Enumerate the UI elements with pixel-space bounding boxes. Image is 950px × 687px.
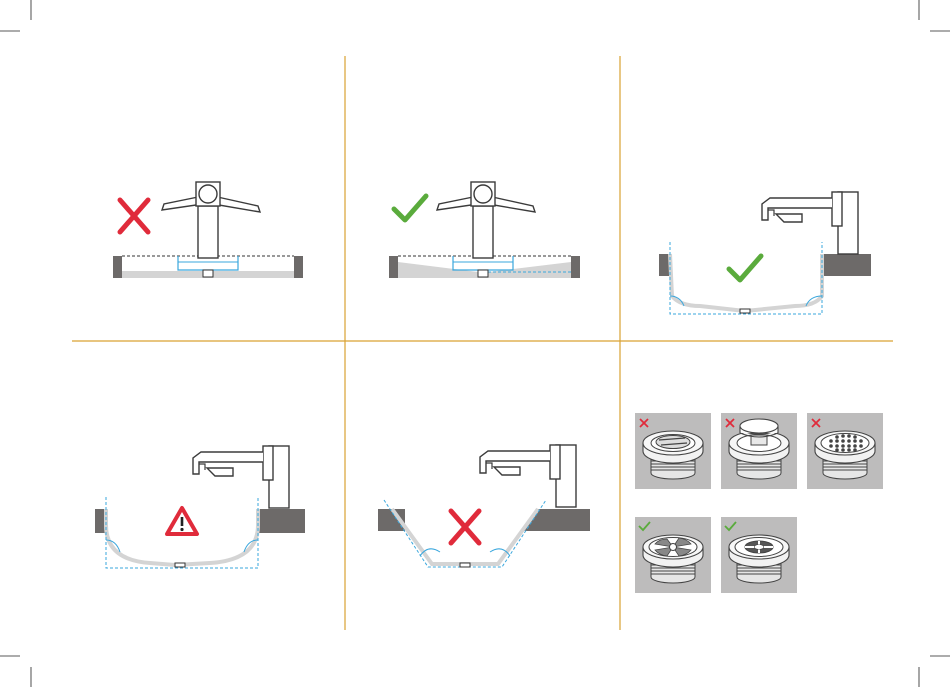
cross-icon	[451, 511, 479, 543]
counter-block-left	[389, 256, 398, 278]
counter-block-right	[571, 256, 580, 278]
panel-sloped-basin-wing-tap	[389, 182, 580, 278]
wing-tap	[162, 182, 260, 258]
basin-outline	[670, 254, 822, 311]
wall-tap	[480, 445, 576, 507]
drain-outlet	[175, 563, 185, 567]
cross-icon	[120, 200, 148, 232]
panel-angled-basin-wall-tap	[378, 445, 590, 567]
open-spoke-drain	[635, 517, 711, 593]
slotted-cap-drain	[635, 413, 711, 489]
open-cross-grate-drain	[721, 517, 797, 593]
wing-tap	[437, 182, 535, 258]
perforated-grid-drain	[807, 413, 883, 489]
drain-outlet	[478, 270, 488, 277]
panel-deep-bowl-wall-tap	[95, 446, 305, 568]
warning-icon	[167, 508, 197, 534]
drain-outlet	[460, 563, 470, 567]
check-icon	[729, 256, 761, 280]
wall-tap	[762, 192, 858, 254]
counter-block-left	[113, 256, 122, 278]
clearance-line	[670, 242, 822, 314]
panel-flat-basin-wing-tap	[113, 182, 303, 278]
counter-block-right	[258, 509, 305, 533]
counter-block-right	[294, 256, 303, 278]
wall-tap	[193, 446, 289, 508]
panel-drain-types	[635, 413, 883, 593]
basin-outline	[392, 509, 538, 564]
drain-outlet	[203, 270, 213, 277]
check-icon	[394, 196, 426, 220]
pop-up-plug-drain	[721, 413, 797, 489]
panel-shallow-basin-wall-tap	[659, 192, 871, 314]
drain-outlet	[740, 309, 750, 313]
counter-block-right	[822, 254, 871, 276]
